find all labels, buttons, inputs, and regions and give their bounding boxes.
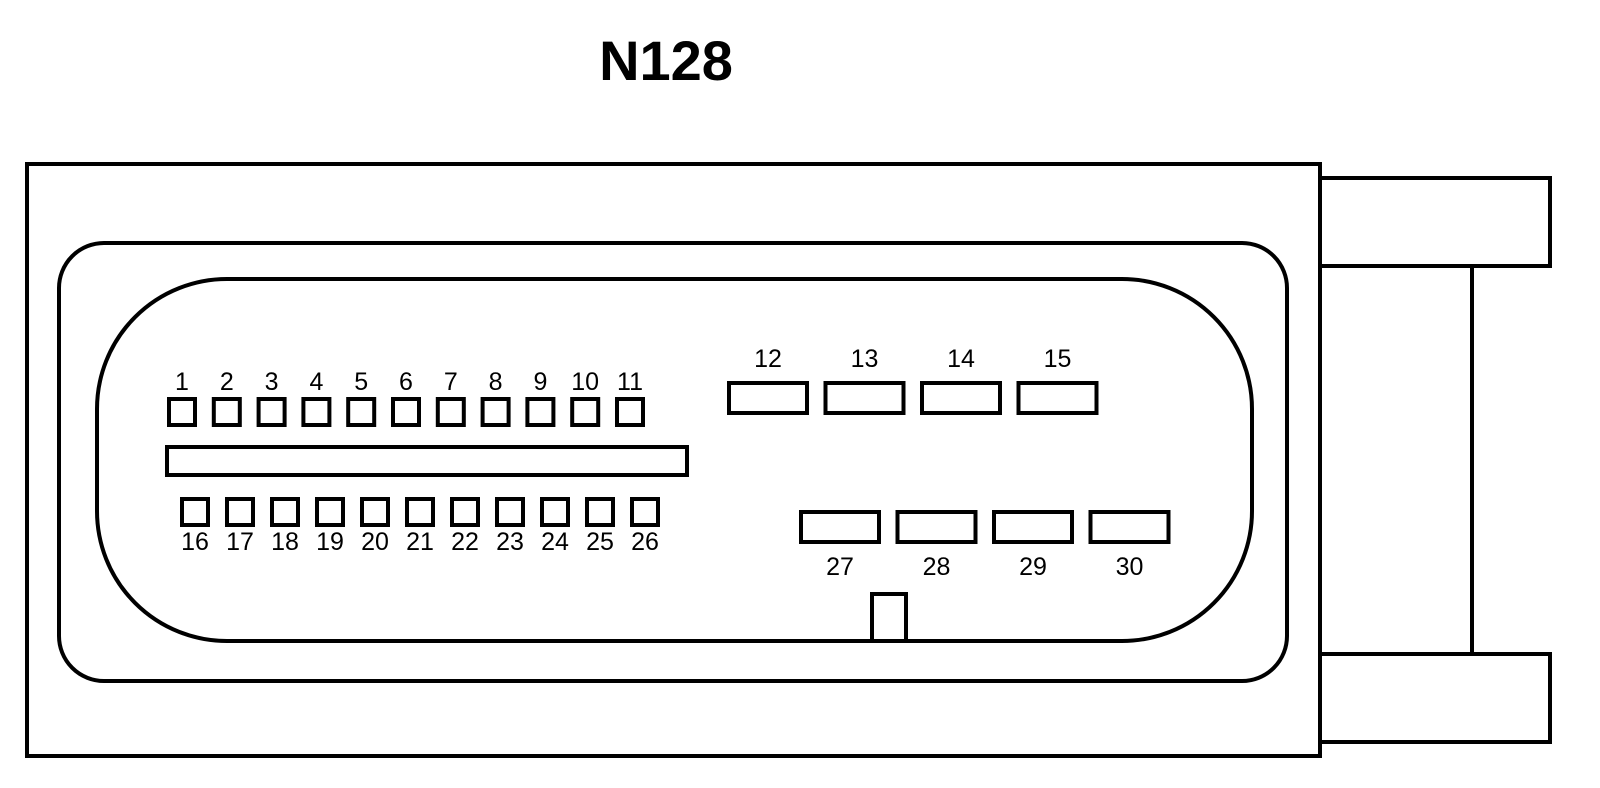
- pin-label-17: 17: [226, 528, 254, 556]
- pin-12: [727, 381, 809, 415]
- pin-28: [895, 510, 978, 544]
- pin-label-30: 30: [1116, 553, 1144, 581]
- pin-26: [630, 497, 660, 527]
- pin-29: [992, 510, 1074, 544]
- pins-layer: [167, 381, 1171, 544]
- pin-3: [256, 397, 287, 427]
- pin-label-10: 10: [571, 368, 599, 396]
- pin-label-1: 1: [175, 368, 189, 396]
- pin-label-28: 28: [923, 553, 951, 581]
- pin-19: [315, 497, 345, 527]
- pin-21: [405, 497, 435, 527]
- pin-16: [180, 497, 210, 527]
- pin-label-29: 29: [1019, 553, 1047, 581]
- pin-11: [615, 397, 645, 427]
- pin-label-16: 16: [181, 528, 209, 556]
- pin-label-13: 13: [851, 345, 879, 373]
- pin-2: [211, 397, 242, 427]
- pin-label-21: 21: [406, 528, 434, 556]
- pin-25: [585, 497, 615, 527]
- pin-5: [346, 397, 377, 427]
- pin-20: [360, 497, 390, 527]
- pin-label-9: 9: [533, 368, 547, 396]
- pin-label-26: 26: [631, 528, 659, 556]
- pin-label-3: 3: [265, 368, 279, 396]
- pin-label-23: 23: [496, 528, 524, 556]
- pin-13: [823, 381, 906, 415]
- pin-17: [225, 497, 255, 527]
- pin-4: [301, 397, 332, 427]
- pin-label-20: 20: [361, 528, 389, 556]
- pin-14: [920, 381, 1002, 415]
- pin-15: [1016, 381, 1099, 415]
- pin-23: [495, 497, 525, 527]
- pin-label-11: 11: [617, 368, 643, 396]
- pin-label-24: 24: [541, 528, 569, 556]
- pin-label-19: 19: [316, 528, 344, 556]
- pin-label-5: 5: [354, 368, 368, 396]
- latch-upper-tab: [1318, 176, 1552, 268]
- pin-7: [435, 397, 466, 427]
- keying-tab: [870, 592, 908, 643]
- pin-label-6: 6: [399, 368, 413, 396]
- pin-label-22: 22: [451, 528, 479, 556]
- pin-1: [167, 397, 197, 427]
- pin-label-8: 8: [489, 368, 503, 396]
- pin-label-15: 15: [1044, 345, 1072, 373]
- pin-24: [540, 497, 570, 527]
- pin-label-18: 18: [271, 528, 299, 556]
- pin-22: [450, 497, 480, 527]
- connector-title: N128: [599, 29, 733, 92]
- pin-27: [799, 510, 881, 544]
- pin-label-7: 7: [444, 368, 458, 396]
- latch-lower-tab: [1318, 652, 1552, 744]
- pin-8: [480, 397, 511, 427]
- pin-9: [525, 397, 556, 427]
- pin-label-27: 27: [826, 553, 854, 581]
- pin-30: [1088, 510, 1171, 544]
- center-rib: [165, 445, 689, 477]
- pin-label-2: 2: [220, 368, 234, 396]
- pin-label-4: 4: [309, 368, 323, 396]
- pin-18: [270, 497, 300, 527]
- pin-label-14: 14: [947, 345, 975, 373]
- pin-6: [391, 397, 421, 427]
- pin-10: [570, 397, 601, 427]
- pin-label-25: 25: [586, 528, 614, 556]
- pin-label-12: 12: [754, 345, 782, 373]
